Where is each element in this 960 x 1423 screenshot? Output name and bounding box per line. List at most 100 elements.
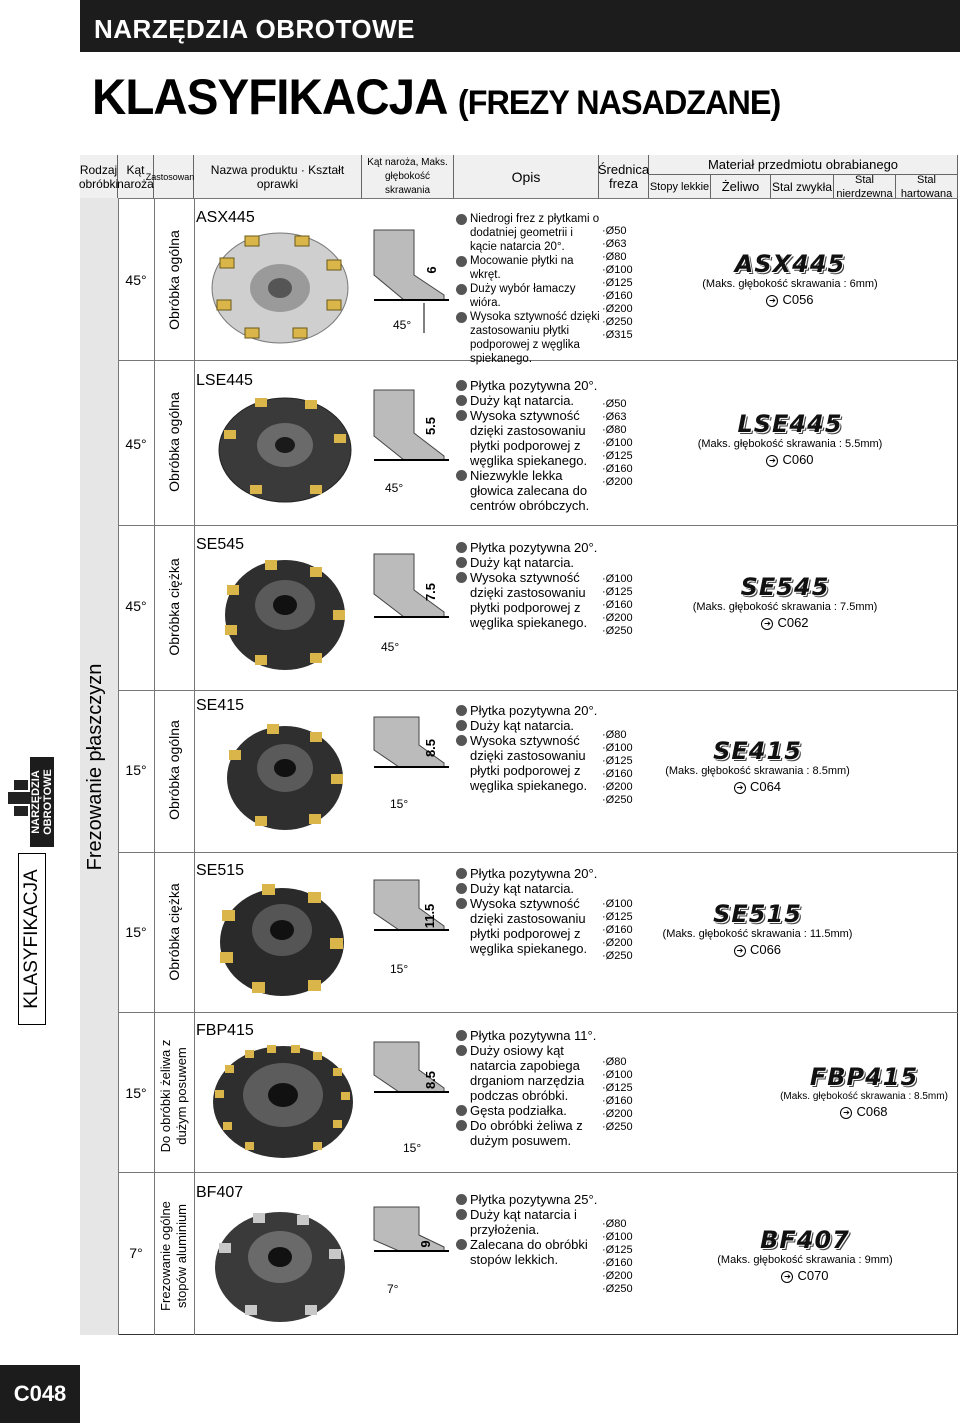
profile-depth-label: 9: [418, 1240, 433, 1248]
page-title: KLASYFIKACJA (FREZY NASADZANE): [92, 68, 781, 126]
cutting-profile-diagram: [373, 1206, 449, 1252]
max-depth-note: (Maks. głębokość skrawania : 7.5mm): [692, 601, 878, 613]
side-tab-main: KLASYFIKACJA: [18, 853, 46, 1025]
grade-info: LSE445 (Maks. głębokość skrawania : 5.5m…: [680, 410, 900, 467]
product-name: LSE445: [196, 372, 253, 389]
row-separator: [118, 852, 958, 853]
grade-info: SE415 (Maks. głębokość skrawania : 8.5mm…: [655, 737, 860, 794]
diameter: ·Ø100: [602, 742, 633, 754]
page-reference[interactable]: ➔C056: [690, 292, 890, 307]
description-item: Duży kąt natarcia.: [456, 393, 601, 408]
diameter: ·Ø80: [602, 1056, 627, 1068]
product-description: Płytka pozytywna 20°. Duży kąt natarcia.…: [456, 540, 601, 630]
col-header-kat: Kąt naroża: [117, 155, 154, 198]
col-header-material-group: Materiał przedmiotu obrabianego: [649, 155, 958, 175]
page-reference-label: C070: [797, 1268, 829, 1283]
side-tab-sub: NARZĘDZIA OBROTOWE: [30, 757, 54, 847]
page-reference[interactable]: ➔C064: [655, 779, 860, 794]
diameter: ·Ø63: [602, 411, 627, 423]
col-header-nazwa: Nazwa produktu · Kształt oprawki: [194, 155, 362, 198]
col-header-stal-zwykla: Stal zwykła: [771, 175, 834, 198]
product-name: ASX445: [196, 209, 255, 226]
grade-info: FBP415 (Maks. głębokość skrawania : 8.5m…: [772, 1063, 956, 1119]
product-description: Płytka pozytywna 11°. Duży osiowy kąt na…: [456, 1028, 601, 1148]
product-name: SE415: [196, 697, 245, 714]
profile-angle-label: 7°: [387, 1282, 399, 1296]
row-use: Frezowanie ogólne stopów aluminium: [158, 1201, 189, 1311]
arrow-right-icon: ➔: [761, 617, 774, 630]
diameter: ·Ø250: [602, 1121, 633, 1133]
page-reference[interactable]: ➔C062: [680, 615, 890, 630]
diameter: ·Ø80: [602, 251, 627, 263]
description-item: Płytka pozytywna 20°.: [456, 378, 601, 393]
diameter: ·Ø160: [602, 768, 633, 780]
diameter: ·Ø200: [602, 937, 633, 949]
grade-logo: LSE445: [737, 410, 843, 438]
tool-image-se515: [220, 884, 344, 996]
diameter-list: ·Ø50 ·Ø63 ·Ø80 ·Ø100 ·Ø125 ·Ø160 ·Ø200: [602, 398, 647, 489]
page-reference-label: C056: [782, 292, 814, 307]
description-item: Niezwykle lekka głowica zalecana do cent…: [456, 468, 601, 513]
profile-depth-label: 6: [424, 266, 439, 274]
description-item: Duży osiowy kąt natarcia zapobiega drgan…: [456, 1043, 601, 1103]
arrow-right-icon: ➔: [766, 294, 779, 307]
max-depth-note: (Maks. głębokość skrawania : 11.5mm): [662, 928, 853, 940]
diameter: ·Ø125: [602, 1244, 633, 1256]
row-separator: [118, 525, 958, 526]
grade-logo: FBP415: [809, 1063, 919, 1091]
description-item: Gęsta podziałka.: [456, 1103, 601, 1118]
product-name: SE545: [196, 536, 245, 553]
diameter-list: ·Ø80 ·Ø100 ·Ø125 ·Ø160 ·Ø200 ·Ø250: [602, 1056, 647, 1134]
description-item: Płytka pozytywna 20°.: [456, 866, 601, 881]
description-item: Płytka pozytywna 20°.: [456, 703, 601, 718]
diameter: ·Ø160: [602, 1095, 633, 1107]
row-use: Do obróbki żeliwa z dużym posuwem: [158, 1039, 189, 1153]
description-item: Do obróbki żeliwa z dużym posuwem.: [456, 1118, 601, 1148]
diameter: ·Ø315: [602, 329, 633, 341]
arrow-right-icon: ➔: [840, 1106, 853, 1119]
product-description: Płytka pozytywna 20°. Duży kąt natarcia.…: [456, 703, 601, 793]
section-title: NARZĘDZIA OBROTOWE: [94, 14, 415, 44]
max-depth-note: (Maks. głębokość skrawania : 9mm): [717, 1254, 893, 1266]
row-separator: [118, 360, 958, 361]
row-angle: 45°: [125, 598, 147, 614]
row-angle: 45°: [125, 436, 147, 452]
page-reference[interactable]: ➔C060: [680, 452, 900, 467]
max-depth-note: (Maks. głębokość skrawania : 6mm): [702, 278, 878, 290]
diameter: ·Ø200: [602, 781, 633, 793]
grade-logo: SE545: [740, 573, 830, 601]
description-item: Płytka pozytywna 25°.: [456, 1192, 601, 1207]
page-reference[interactable]: ➔C068: [772, 1104, 956, 1119]
diameter: ·Ø160: [602, 599, 633, 611]
profile-angle-label: 45°: [393, 318, 412, 332]
col-header-zeliwo: Żeliwo: [711, 175, 771, 198]
description-item: Duży kąt natarcia.: [456, 555, 601, 570]
row-use: Obróbka ogólna: [166, 230, 182, 330]
max-depth-note: (Maks. głębokość skrawania : 8.5mm): [780, 1091, 948, 1102]
page-reference[interactable]: ➔C070: [710, 1268, 900, 1283]
col-header-stal-hartowana: Stal hartowana: [896, 174, 958, 200]
section-header-band: NARZĘDZIA OBROTOWE: [80, 0, 960, 52]
cutting-profile-diagram: [373, 389, 449, 461]
diameter: ·Ø200: [602, 1108, 633, 1120]
page-reference[interactable]: ➔C066: [655, 942, 860, 957]
profile-angle-label: 45°: [381, 640, 400, 654]
diameter: ·Ø250: [602, 794, 633, 806]
diameter: ·Ø100: [602, 1069, 633, 1081]
diameter: ·Ø160: [602, 463, 633, 475]
arrow-right-icon: ➔: [733, 781, 746, 794]
tool-image-asx445: [211, 232, 349, 344]
description-item: Wysoka sztywność dzięki zastosowaniu pły…: [456, 310, 601, 366]
process-type-label: Frezowanie płaszczyzn: [84, 663, 106, 871]
diameter: ·Ø200: [602, 476, 633, 488]
diameter: ·Ø250: [602, 625, 633, 637]
profile-depth-label: 8.5: [423, 1070, 438, 1090]
grade-logo: SE415: [713, 737, 802, 765]
profile-angle-label: 15°: [390, 797, 409, 811]
col-header-rodzaj: Rodzaj obróbki: [79, 155, 118, 198]
diameter: ·Ø100: [602, 264, 633, 276]
diameter: ·Ø200: [602, 612, 633, 624]
product-description: Płytka pozytywna 20°. Duży kąt natarcia.…: [456, 378, 601, 513]
grade-logo: SE515: [713, 900, 802, 928]
diameter: ·Ø160: [602, 290, 633, 302]
